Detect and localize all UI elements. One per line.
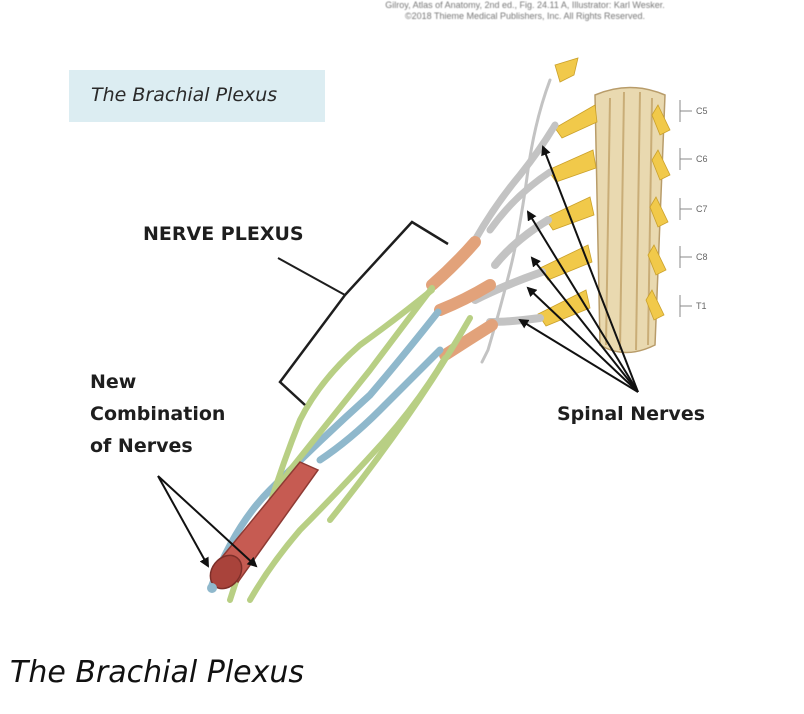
- page-caption: The Brachial Plexus: [10, 655, 305, 690]
- spinal-cord: [594, 86, 666, 354]
- segment-label-c5: C5: [696, 106, 708, 116]
- new-combination-label: New Combination of Nerves: [90, 366, 225, 462]
- segment-label-c6: C6: [696, 154, 708, 164]
- credit-line-2: ©2018 Thieme Medical Publishers, Inc. Al…: [404, 11, 646, 21]
- spinal-nerve-arrows: [518, 145, 639, 393]
- blue-nerve-fibers: [208, 308, 444, 589]
- figure-title-box: The Brachial Plexus: [69, 70, 325, 122]
- artery: [207, 461, 320, 593]
- credit-line-1: Gilroy, Atlas of Anatomy, 2nd ed., Fig. …: [385, 0, 665, 10]
- green-nerve-fibers: [227, 285, 473, 603]
- figure-title: The Brachial Plexus: [91, 84, 278, 106]
- new-combination-line-1: New: [90, 371, 137, 393]
- segment-label-c8: C8: [696, 252, 708, 262]
- new-combination-line-3: of Nerves: [90, 435, 193, 457]
- new-combination-arrows: [157, 475, 258, 568]
- spinal-nerves-label: Spinal Nerves: [557, 403, 706, 425]
- new-combination-line-2: Combination: [90, 403, 226, 425]
- dorsal-roots: [537, 57, 671, 327]
- segment-label-c7: C7: [696, 204, 708, 214]
- segment-ticks: [679, 100, 692, 317]
- nerve-plexus-label: NERVE PLEXUS: [143, 223, 304, 245]
- spinal-nerve-roots: [471, 78, 559, 364]
- figure-credit: Gilroy, Atlas of Anatomy, 2nd ed., Fig. …: [290, 0, 760, 22]
- nerve-plexus-leader: [277, 257, 346, 296]
- segment-label-t1: T1: [696, 301, 707, 311]
